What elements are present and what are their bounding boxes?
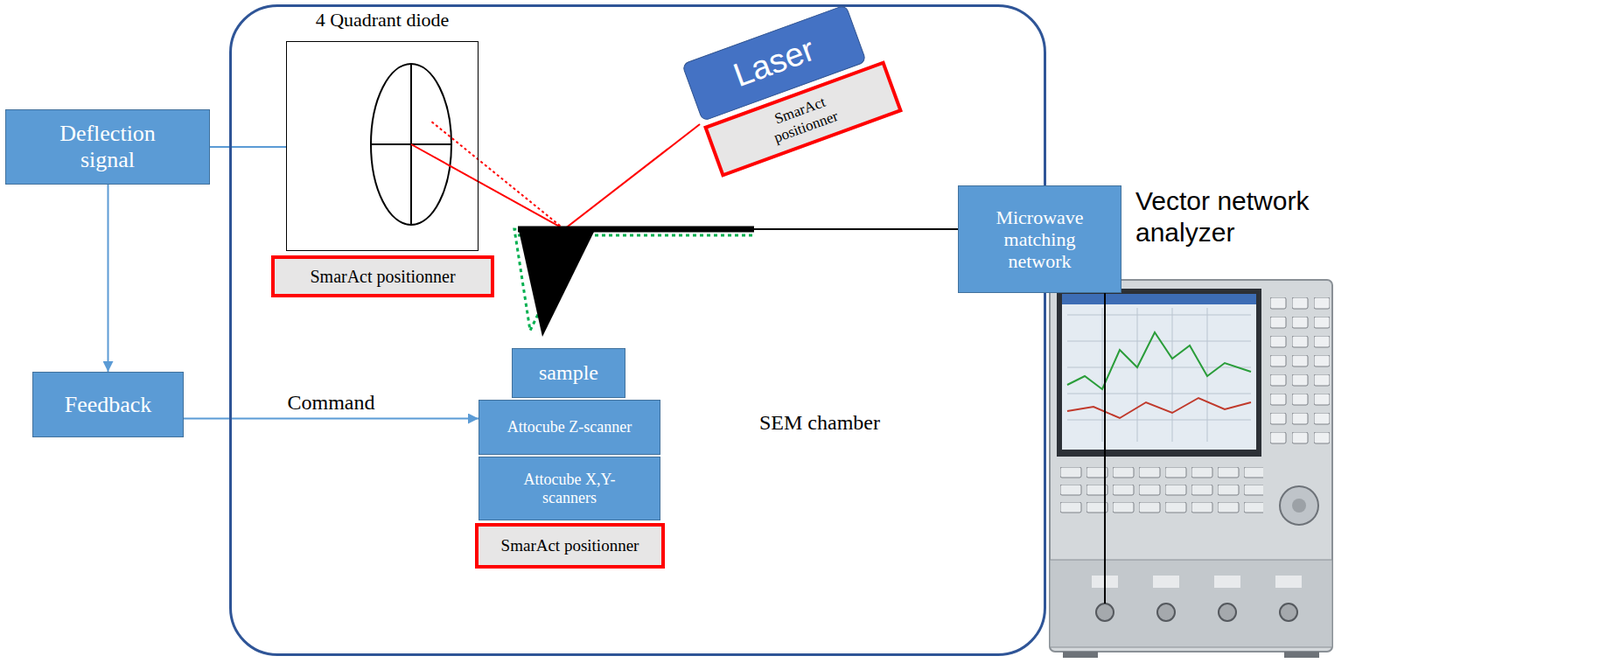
rf-port [1279, 603, 1298, 622]
network-analyzer [1049, 279, 1333, 658]
port-plate [1275, 575, 1302, 588]
port-plate [1214, 575, 1241, 588]
process-box: Deflection signal [5, 109, 210, 185]
rotary-knob [1279, 486, 1319, 525]
box-label: Laser [728, 30, 820, 96]
reflected-beam [411, 144, 565, 230]
screen-trace [1067, 398, 1251, 419]
key-row [1060, 467, 1264, 520]
box-label: Deflection signal [41, 120, 174, 174]
process-box: Feedback [32, 371, 184, 438]
rf-port [1157, 603, 1175, 622]
laser-beam [564, 124, 700, 230]
positioner-box: SmarAct positionner [271, 255, 495, 298]
screen-frame [1056, 288, 1262, 457]
rotary-knob [1292, 498, 1307, 513]
positioner-box: SmarAct positionner [475, 523, 665, 569]
rf-port [1218, 603, 1237, 622]
box-label: Microwave matching network [983, 206, 1097, 273]
signal-arrow [107, 184, 110, 372]
port-strip [1049, 559, 1333, 648]
signal-line [209, 146, 287, 148]
probe-tip [517, 226, 597, 337]
box-label: SmarAct positionner [501, 536, 640, 556]
box-label: Attocube Z-scanner [507, 418, 632, 437]
box-label: sample [538, 361, 599, 386]
process-box: Attocube X,Y- scanners [478, 456, 661, 521]
process-box: Attocube Z-scanner [478, 399, 661, 455]
edge-label: Command [287, 391, 376, 416]
analyzer-body [1049, 279, 1333, 652]
screen [1062, 293, 1257, 450]
port-plate [1152, 575, 1180, 588]
rf-cable [1103, 293, 1106, 604]
screen-trace [1067, 332, 1251, 390]
screen-grid [1067, 307, 1251, 442]
key-panel [1270, 297, 1330, 452]
box-label: Feedback [64, 391, 153, 419]
deflected-beam [430, 120, 565, 230]
analyzer-foot [1284, 651, 1320, 658]
detector-label: 4 Quadrant diode [286, 8, 478, 31]
analyzer-foot [1062, 651, 1098, 658]
device-label: Vector network analyzer [1135, 185, 1342, 249]
chamber-outline: SEM chamber 4 Quadrant diodeSmarAct posit… [229, 4, 1047, 657]
process-box: Microwave matching network [957, 185, 1122, 294]
screen-toolbar [1062, 293, 1257, 305]
box-label: Attocube X,Y- scanners [512, 470, 627, 507]
detector-box: 4 Quadrant diode [286, 41, 479, 252]
rf-port [1096, 603, 1114, 622]
box-label: SmarAct positionner [309, 266, 455, 287]
signal-arrow [183, 418, 479, 420]
process-box: sample [511, 348, 626, 399]
chamber-label: SEM chamber [759, 411, 881, 436]
microwave-wire [754, 228, 958, 231]
